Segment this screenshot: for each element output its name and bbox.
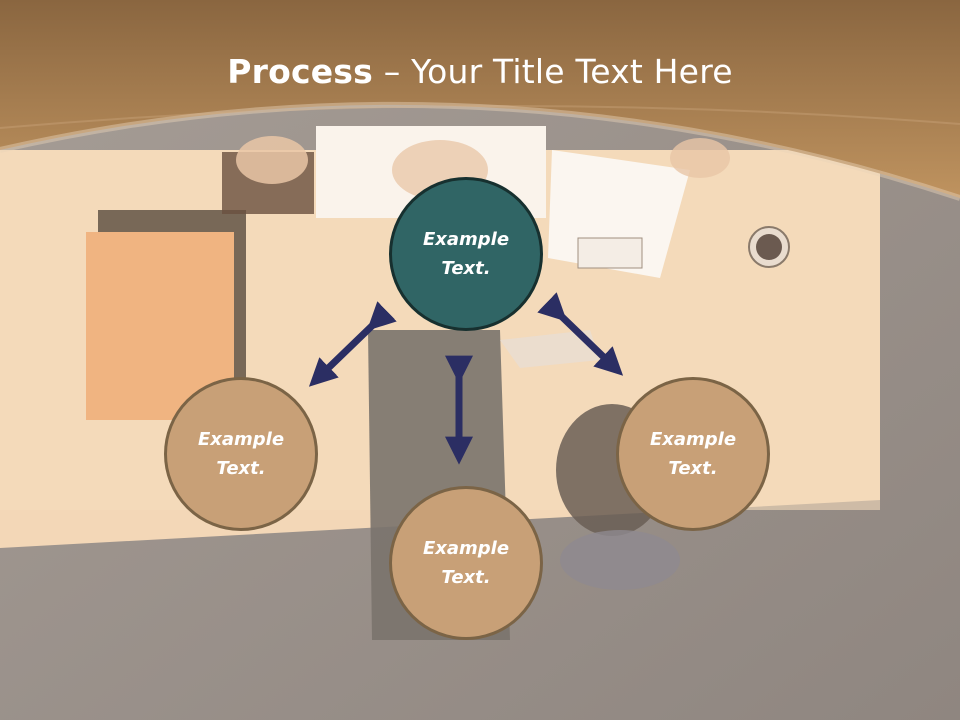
node-bottom-label: Example Text.: [422, 538, 510, 588]
title-rest: Your Title Text Here: [411, 52, 733, 91]
node-left-label: Example Text.: [197, 429, 285, 479]
node-top-label: Example Text.: [422, 229, 510, 279]
node-top: Example Text.: [389, 177, 543, 331]
node-bottom: Example Text.: [389, 486, 543, 640]
arrow-top-right: [537, 292, 624, 376]
title-bold: Process: [227, 52, 373, 91]
node-right-label: Example Text.: [649, 429, 737, 479]
node-left: Example Text.: [164, 377, 318, 531]
arrow-top-left: [308, 301, 397, 387]
title-dash: –: [373, 52, 412, 91]
slide-title: Process – Your Title Text Here: [0, 52, 960, 91]
node-right: Example Text.: [616, 377, 770, 531]
